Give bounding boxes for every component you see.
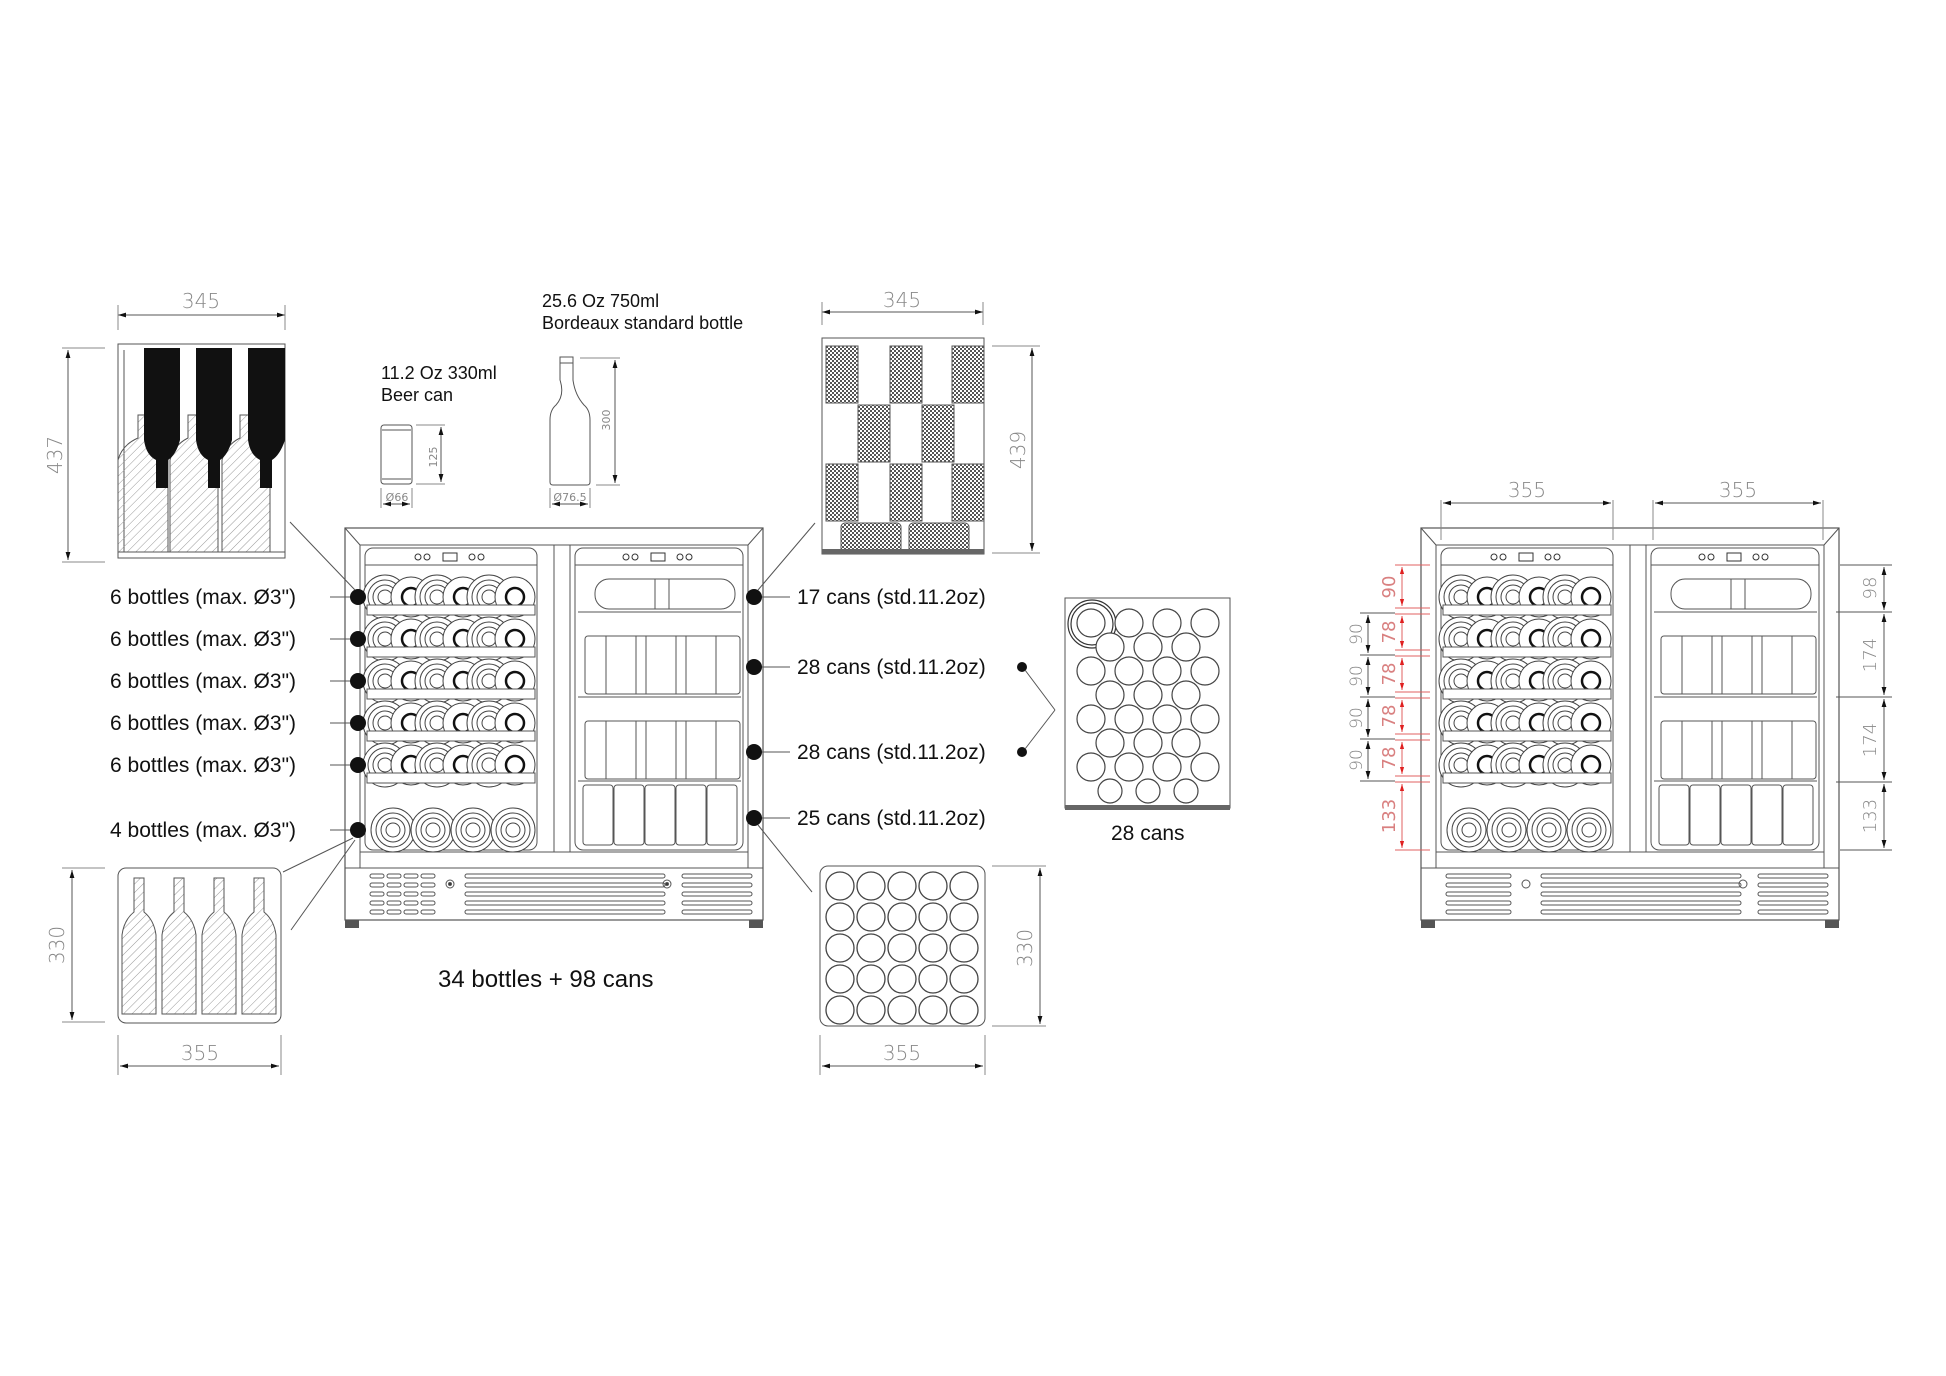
bottle-title: 25.6 Oz 750ml	[542, 291, 660, 311]
right-dim-2: 174	[1860, 638, 1881, 672]
can-shelf-label-1: 17 cans (std.11.2oz)	[797, 586, 986, 609]
can-shelf-label-3: 28 cans (std.11.2oz)	[797, 741, 986, 764]
wine-shelf-label-1: 6 bottles (max. Ø3")	[110, 586, 297, 609]
wine-shelf-height: 437	[43, 436, 67, 474]
can-subtitle: Beer can	[381, 385, 454, 405]
can-top-width: 345	[883, 288, 921, 312]
right-dim-4: 133	[1860, 799, 1881, 833]
dimension-view-cooler: 355 355 90 78 78 78 78 133	[1347, 478, 1892, 928]
black-dim-1: 90	[1347, 623, 1367, 645]
can-bottom-detail: 330 355	[819, 865, 1046, 1075]
can-top-shelf-detail: 345 439	[821, 288, 1040, 555]
can-shelf-28-detail	[1064, 597, 1231, 810]
wine-shelf-label-2: 6 bottles (max. Ø3")	[110, 628, 297, 651]
black-dim-4: 90	[1347, 749, 1367, 771]
wine-shelf-label-6: 4 bottles (max. Ø3")	[110, 819, 297, 842]
red-dim-4: 78	[1379, 705, 1400, 728]
wine-shelf-label-4: 6 bottles (max. Ø3")	[110, 712, 297, 735]
vent-grille	[369, 873, 753, 915]
control-panel-right	[622, 552, 693, 562]
right-dim-1: 98	[1860, 577, 1881, 600]
can-height: 125	[427, 447, 440, 468]
can-bottom-width: 355	[883, 1041, 921, 1065]
bottle-reference-title: 25.6 Oz 750ml Bordeaux standard bottle	[542, 290, 743, 334]
right-markers	[746, 522, 1056, 893]
wine-shelf-width: 345	[182, 289, 220, 313]
red-dim-3: 78	[1379, 663, 1400, 686]
bottle-height: 300	[600, 410, 613, 431]
left-markers	[282, 521, 366, 931]
bottle-diameter: Ø76.5	[553, 491, 586, 504]
reference-bottle: 300 Ø76.5	[549, 356, 620, 508]
red-dim-5: 78	[1379, 747, 1400, 770]
black-dim-2: 90	[1347, 665, 1367, 687]
left-zone-width: 355	[1508, 478, 1546, 502]
control-panel-left	[414, 552, 485, 562]
total-capacity-title: 34 bottles + 98 cans	[438, 966, 654, 993]
can-bottom-height: 330	[1013, 929, 1037, 967]
left-red-dimensions	[1395, 564, 1430, 851]
right-zone-width: 355	[1719, 478, 1757, 502]
wine-shelf-detail: 345 437	[43, 289, 286, 563]
red-dim-1: 90	[1379, 576, 1400, 599]
can-shelf-28-label: 28 cans	[1111, 822, 1185, 845]
red-dim-6: 133	[1379, 799, 1400, 833]
reference-can: 125 Ø66	[380, 424, 445, 508]
wine-shelf-label-3: 6 bottles (max. Ø3")	[110, 670, 297, 693]
main-cooler	[344, 527, 764, 928]
can-reference-title: 11.2 Oz 330ml Beer can	[381, 362, 497, 406]
right-dim-3: 174	[1860, 723, 1881, 757]
wine-shelves	[362, 574, 537, 853]
wine-shelf-label-5: 6 bottles (max. Ø3")	[110, 754, 297, 777]
red-dim-2: 78	[1379, 621, 1400, 644]
can-shelf-label-4: 25 cans (std.11.2oz)	[797, 807, 986, 830]
can-top-height: 439	[1006, 431, 1030, 469]
bottle-subtitle: Bordeaux standard bottle	[542, 313, 744, 333]
can-shelves	[578, 578, 741, 846]
wine-bottom-detail: 330 355	[45, 867, 282, 1075]
can-diameter: Ø66	[386, 491, 409, 504]
black-dim-3: 90	[1347, 707, 1367, 729]
wine-bottom-height: 330	[45, 926, 69, 964]
can-shelf-label-2: 28 cans (std.11.2oz)	[797, 656, 986, 679]
can-title: 11.2 Oz 330ml	[381, 363, 497, 383]
wine-bottom-width: 355	[181, 1041, 219, 1065]
